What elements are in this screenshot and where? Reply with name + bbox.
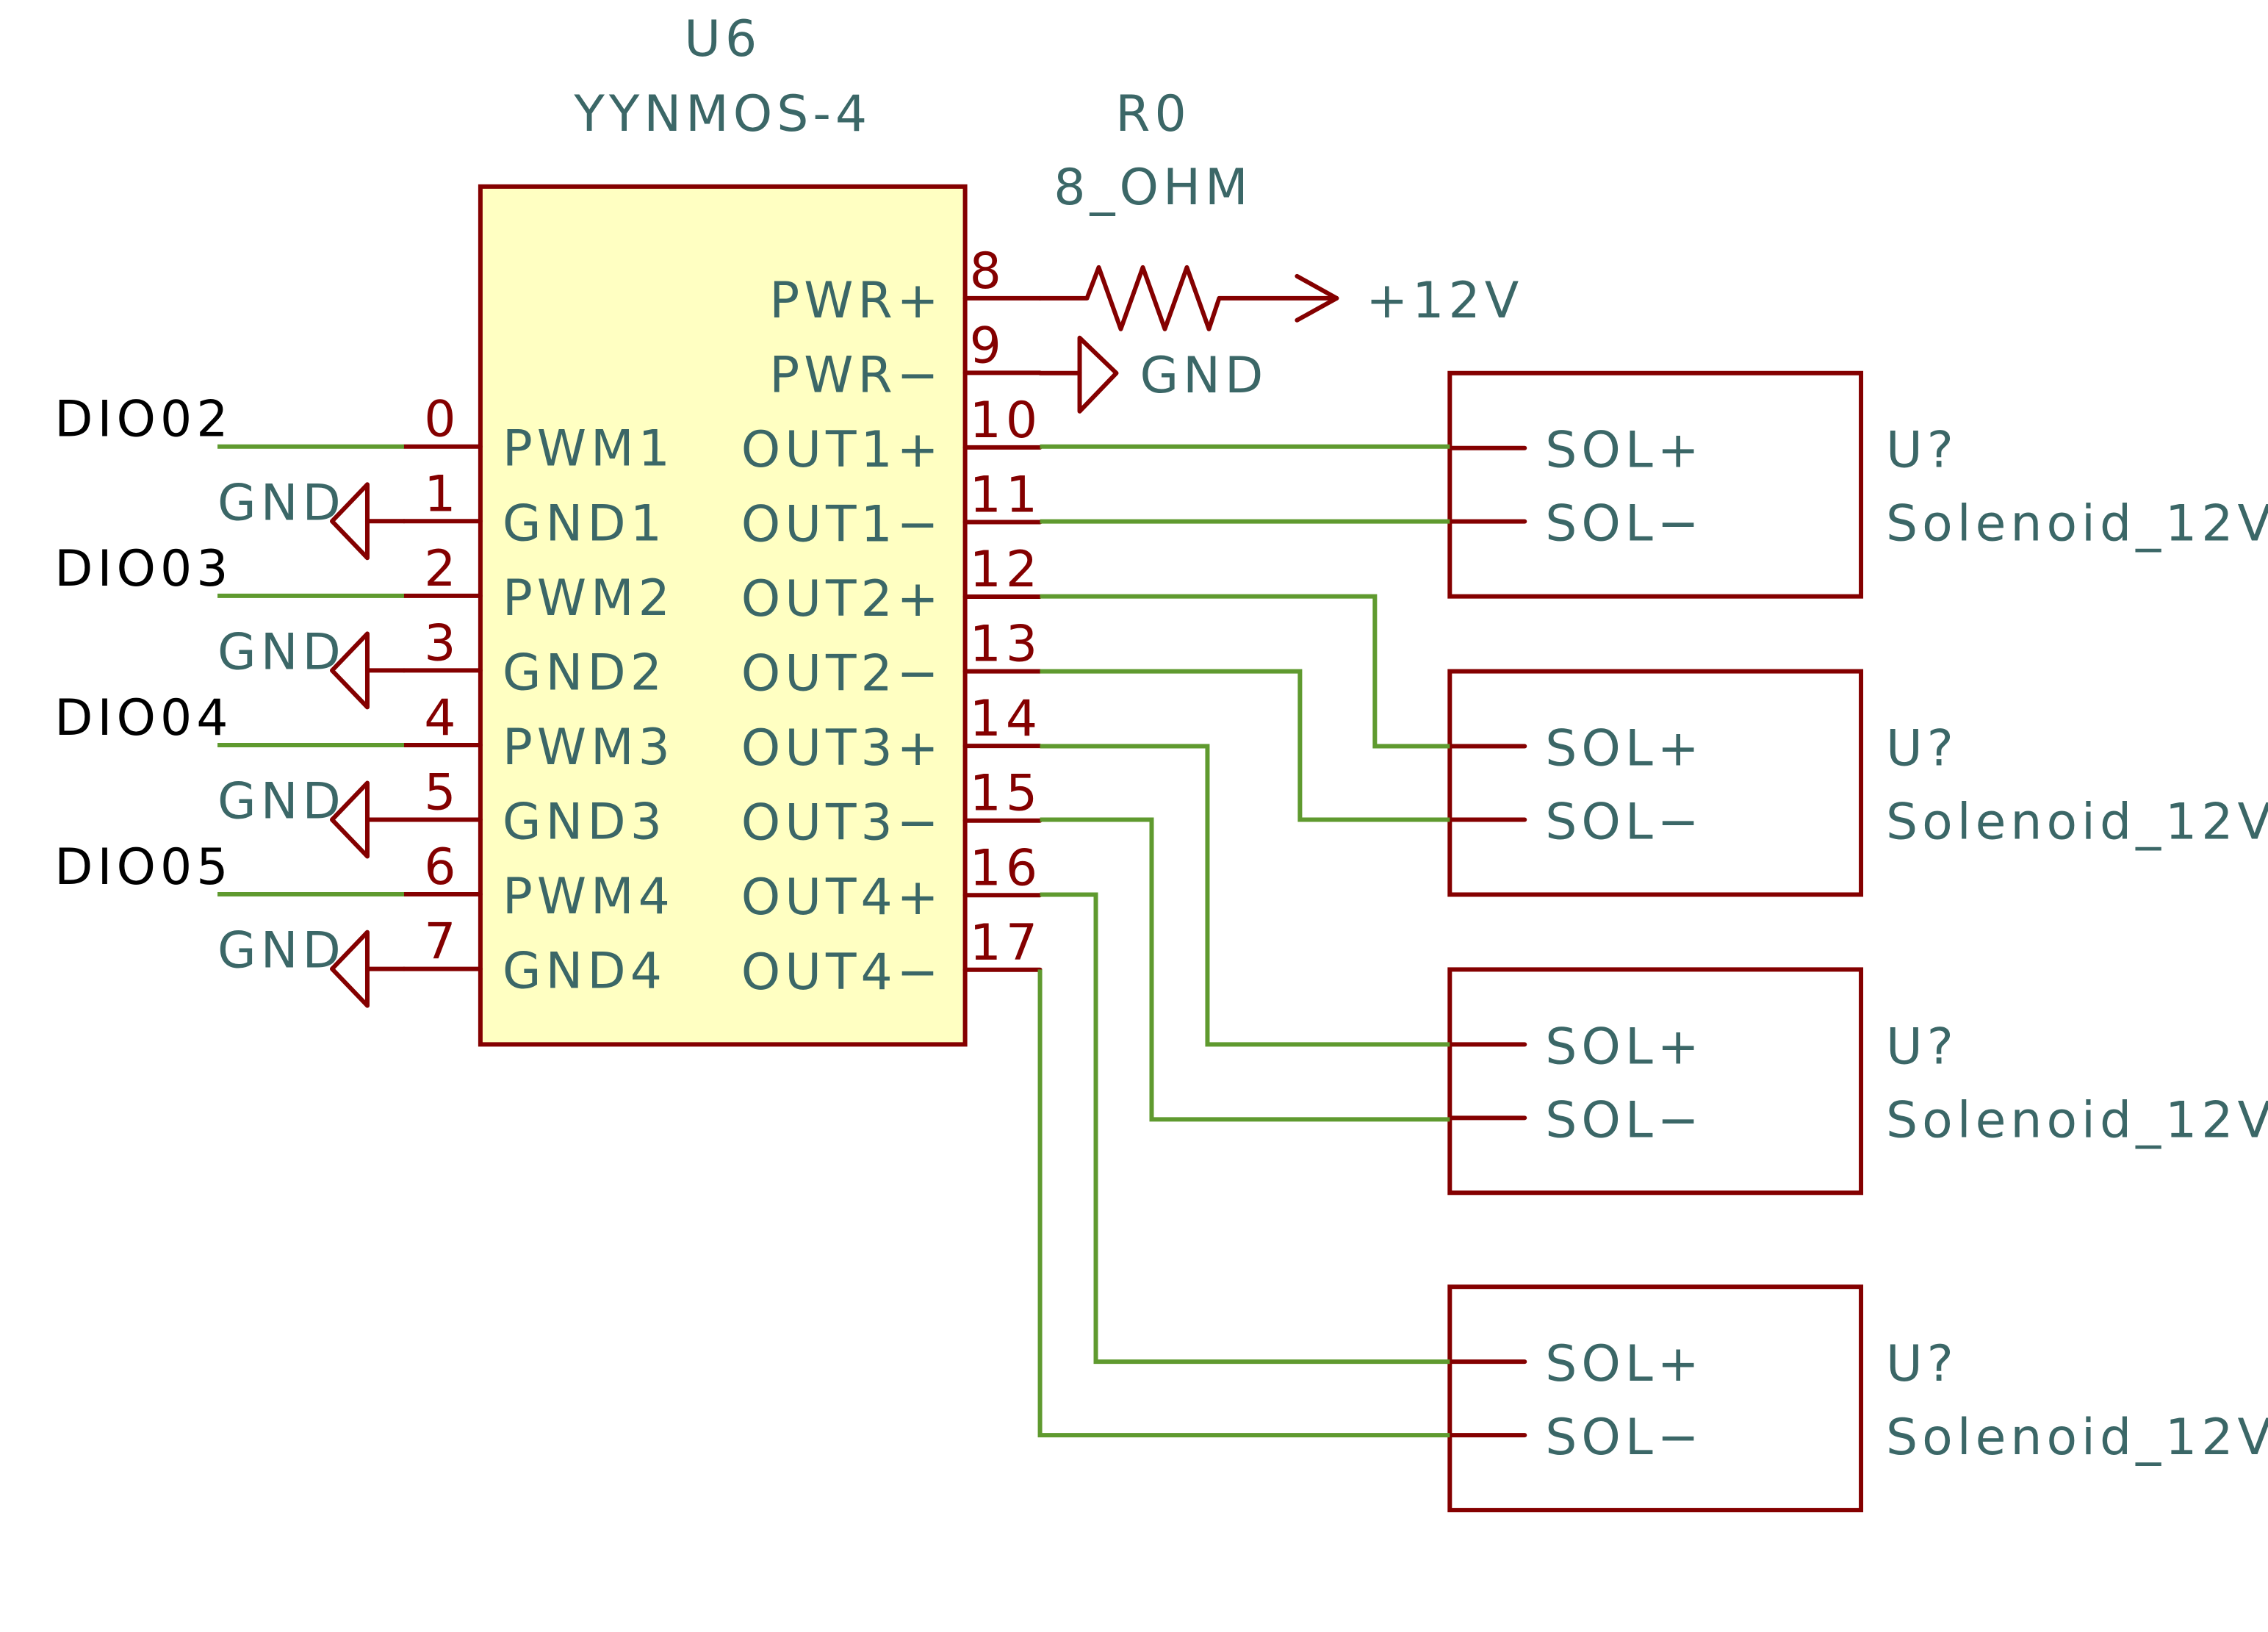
solenoid-value: Solenoid_12V [1886, 495, 2268, 553]
pin-name: SOL− [1545, 793, 1703, 851]
pin-name: PWM3 [503, 719, 674, 777]
ground-icon [329, 631, 370, 710]
pin-name: PWM4 [503, 868, 674, 926]
pin-name: PWR+ [769, 272, 943, 330]
pin-name: SOL+ [1545, 720, 1703, 778]
resistor-ref: R0 [1115, 85, 1190, 143]
solenoid-value: Solenoid_12V [1886, 1091, 2268, 1149]
solenoid-ref: U? [1886, 720, 1958, 778]
net-label: DIO02 [54, 391, 232, 449]
net-label: DIO04 [54, 689, 232, 747]
wire [1040, 817, 1450, 1122]
pin-name: SOL− [1545, 1409, 1703, 1467]
solenoid-body [1447, 669, 1864, 897]
pin-name: SOL− [1545, 495, 1703, 553]
pin-number: 11 [970, 466, 1042, 524]
pin-name: GND3 [503, 793, 666, 851]
pin-number: 10 [970, 392, 1042, 450]
ic-body[interactable] [478, 184, 968, 1047]
ground-icon [329, 482, 370, 561]
pin-number: 7 [424, 913, 460, 971]
wire [1040, 892, 1450, 1365]
resistor-icon [1037, 265, 1339, 331]
net-label: DIO05 [54, 838, 232, 896]
solenoid-body [1447, 967, 1864, 1196]
pin-number: 17 [970, 914, 1042, 972]
power-arrow-icon [1295, 273, 1339, 323]
pin-name: PWR− [769, 346, 943, 404]
pin-name: OUT3+ [741, 719, 943, 777]
ground-icon [329, 780, 370, 859]
pin-name: SOL+ [1545, 1018, 1703, 1076]
pin-name: SOL+ [1545, 1335, 1703, 1393]
power-label: +12V [1366, 272, 1523, 330]
pin-name: OUT4+ [741, 869, 943, 927]
ground-label: GND [217, 474, 345, 532]
pin-number: 12 [970, 541, 1042, 599]
pin-name: OUT3− [741, 794, 943, 852]
pin-name: SOL− [1545, 1091, 1703, 1149]
pin-number: 14 [970, 690, 1042, 748]
solenoid-ref: U? [1886, 1018, 1958, 1076]
pin-name: OUT4− [741, 943, 943, 1002]
solenoid-ref: U? [1886, 422, 1958, 480]
pin-name: SOL+ [1545, 422, 1703, 480]
pin-name: OUT1− [741, 495, 943, 553]
pin-number: 6 [424, 838, 460, 896]
solenoid-value: Solenoid_12V [1886, 1409, 2268, 1467]
ic-value: YYNMOS-4 [573, 85, 871, 143]
pin-number: 15 [970, 765, 1042, 823]
pin-number: 0 [424, 391, 460, 449]
ground-icon [1077, 335, 1119, 414]
pin-number: 1 [424, 465, 460, 523]
pin-name: PWM1 [503, 420, 674, 478]
pin-name: GND4 [503, 943, 666, 1001]
ground-label: GND [217, 922, 345, 980]
pin-name: GND1 [503, 495, 666, 553]
wire [1040, 669, 1450, 822]
solenoid-body [1447, 370, 1864, 599]
pin-number: 8 [970, 242, 1006, 301]
pin-name: PWM2 [503, 569, 674, 628]
ic-ref: U6 [684, 10, 761, 68]
pin-number: 16 [970, 839, 1042, 897]
pin-name: OUT2− [741, 645, 943, 703]
resistor-value: 8_OHM [1054, 159, 1252, 217]
solenoid-value: Solenoid_12V [1886, 793, 2268, 851]
solenoid-body [1447, 1284, 1864, 1513]
solenoid-ref: U? [1886, 1335, 1958, 1393]
wire [1040, 594, 1450, 749]
pin-number: 2 [424, 540, 460, 598]
wire [1040, 744, 1450, 1047]
pin-number: 13 [970, 616, 1042, 674]
pin-number: 3 [424, 614, 460, 672]
ground-label: GND [217, 623, 345, 681]
ground-label: GND [217, 772, 345, 830]
pin-name: GND2 [503, 644, 666, 702]
pin-number: 5 [424, 764, 460, 822]
pin-name: OUT2+ [741, 570, 943, 628]
pin-name: OUT1+ [741, 421, 943, 479]
pin-number: 4 [424, 689, 460, 747]
wire [1037, 969, 1450, 1438]
ground-label: GND [1140, 347, 1267, 405]
pin-number: 9 [970, 317, 1006, 375]
ground-icon [329, 930, 370, 1008]
net-label: DIO03 [54, 540, 232, 598]
